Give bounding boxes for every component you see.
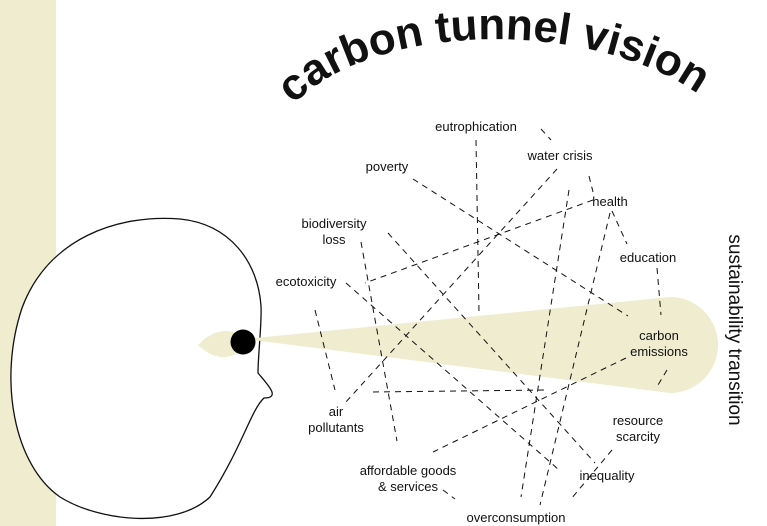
label-resource-scarcity-line2: scarcity [616,429,661,444]
connection-line [360,241,398,442]
connection-line [372,389,550,393]
connection-line [611,210,628,245]
side-label: sustainability transition [724,234,745,425]
label-affordable-goods-line2: & services [378,479,438,494]
head-outline [10,217,273,520]
label-air-pollutants-line2: pollutants [308,420,364,435]
label-poverty: poverty [366,159,409,174]
label-resource-scarcity-line1: resource [613,413,664,428]
connection-line [314,309,336,391]
connection-line [387,232,596,464]
connection-line [657,369,668,386]
connection-line [442,489,456,500]
tunnel-beam [245,297,718,393]
label-carbon-emissions-line2: emissions [630,344,688,359]
label-air-pollutants-line1: air [329,404,344,419]
diagram-title-text: carbon tunnel vision [267,0,719,112]
label-health: health [592,194,627,209]
label-biodiversity-loss-line1: biodiversity [301,216,367,231]
label-affordable-goods-line1: affordable goods [360,463,457,478]
connection-line [656,267,662,316]
connection-line [345,282,559,470]
label-overconsumption: overconsumption [467,510,566,525]
connection-line [475,139,480,313]
connection-line [344,168,558,404]
label-carbon-emissions-line1: carbon [639,328,679,343]
connection-line [432,357,627,453]
label-inequality: inequality [580,468,635,483]
connection-line [588,175,594,193]
label-biodiversity-loss-line2: loss [322,232,346,247]
label-education: education [620,250,676,265]
label-eutrophication: eutrophication [435,119,517,134]
label-ecotoxicity: ecotoxicity [276,274,337,289]
connection-line [412,178,629,317]
pupil [230,329,256,355]
connection-line [364,199,594,284]
label-water-crisis: water crisis [526,148,593,163]
connection-lines [314,128,668,506]
connection-line [540,128,552,141]
diagram-title: carbon tunnel vision [267,0,719,112]
connection-line [520,189,570,498]
